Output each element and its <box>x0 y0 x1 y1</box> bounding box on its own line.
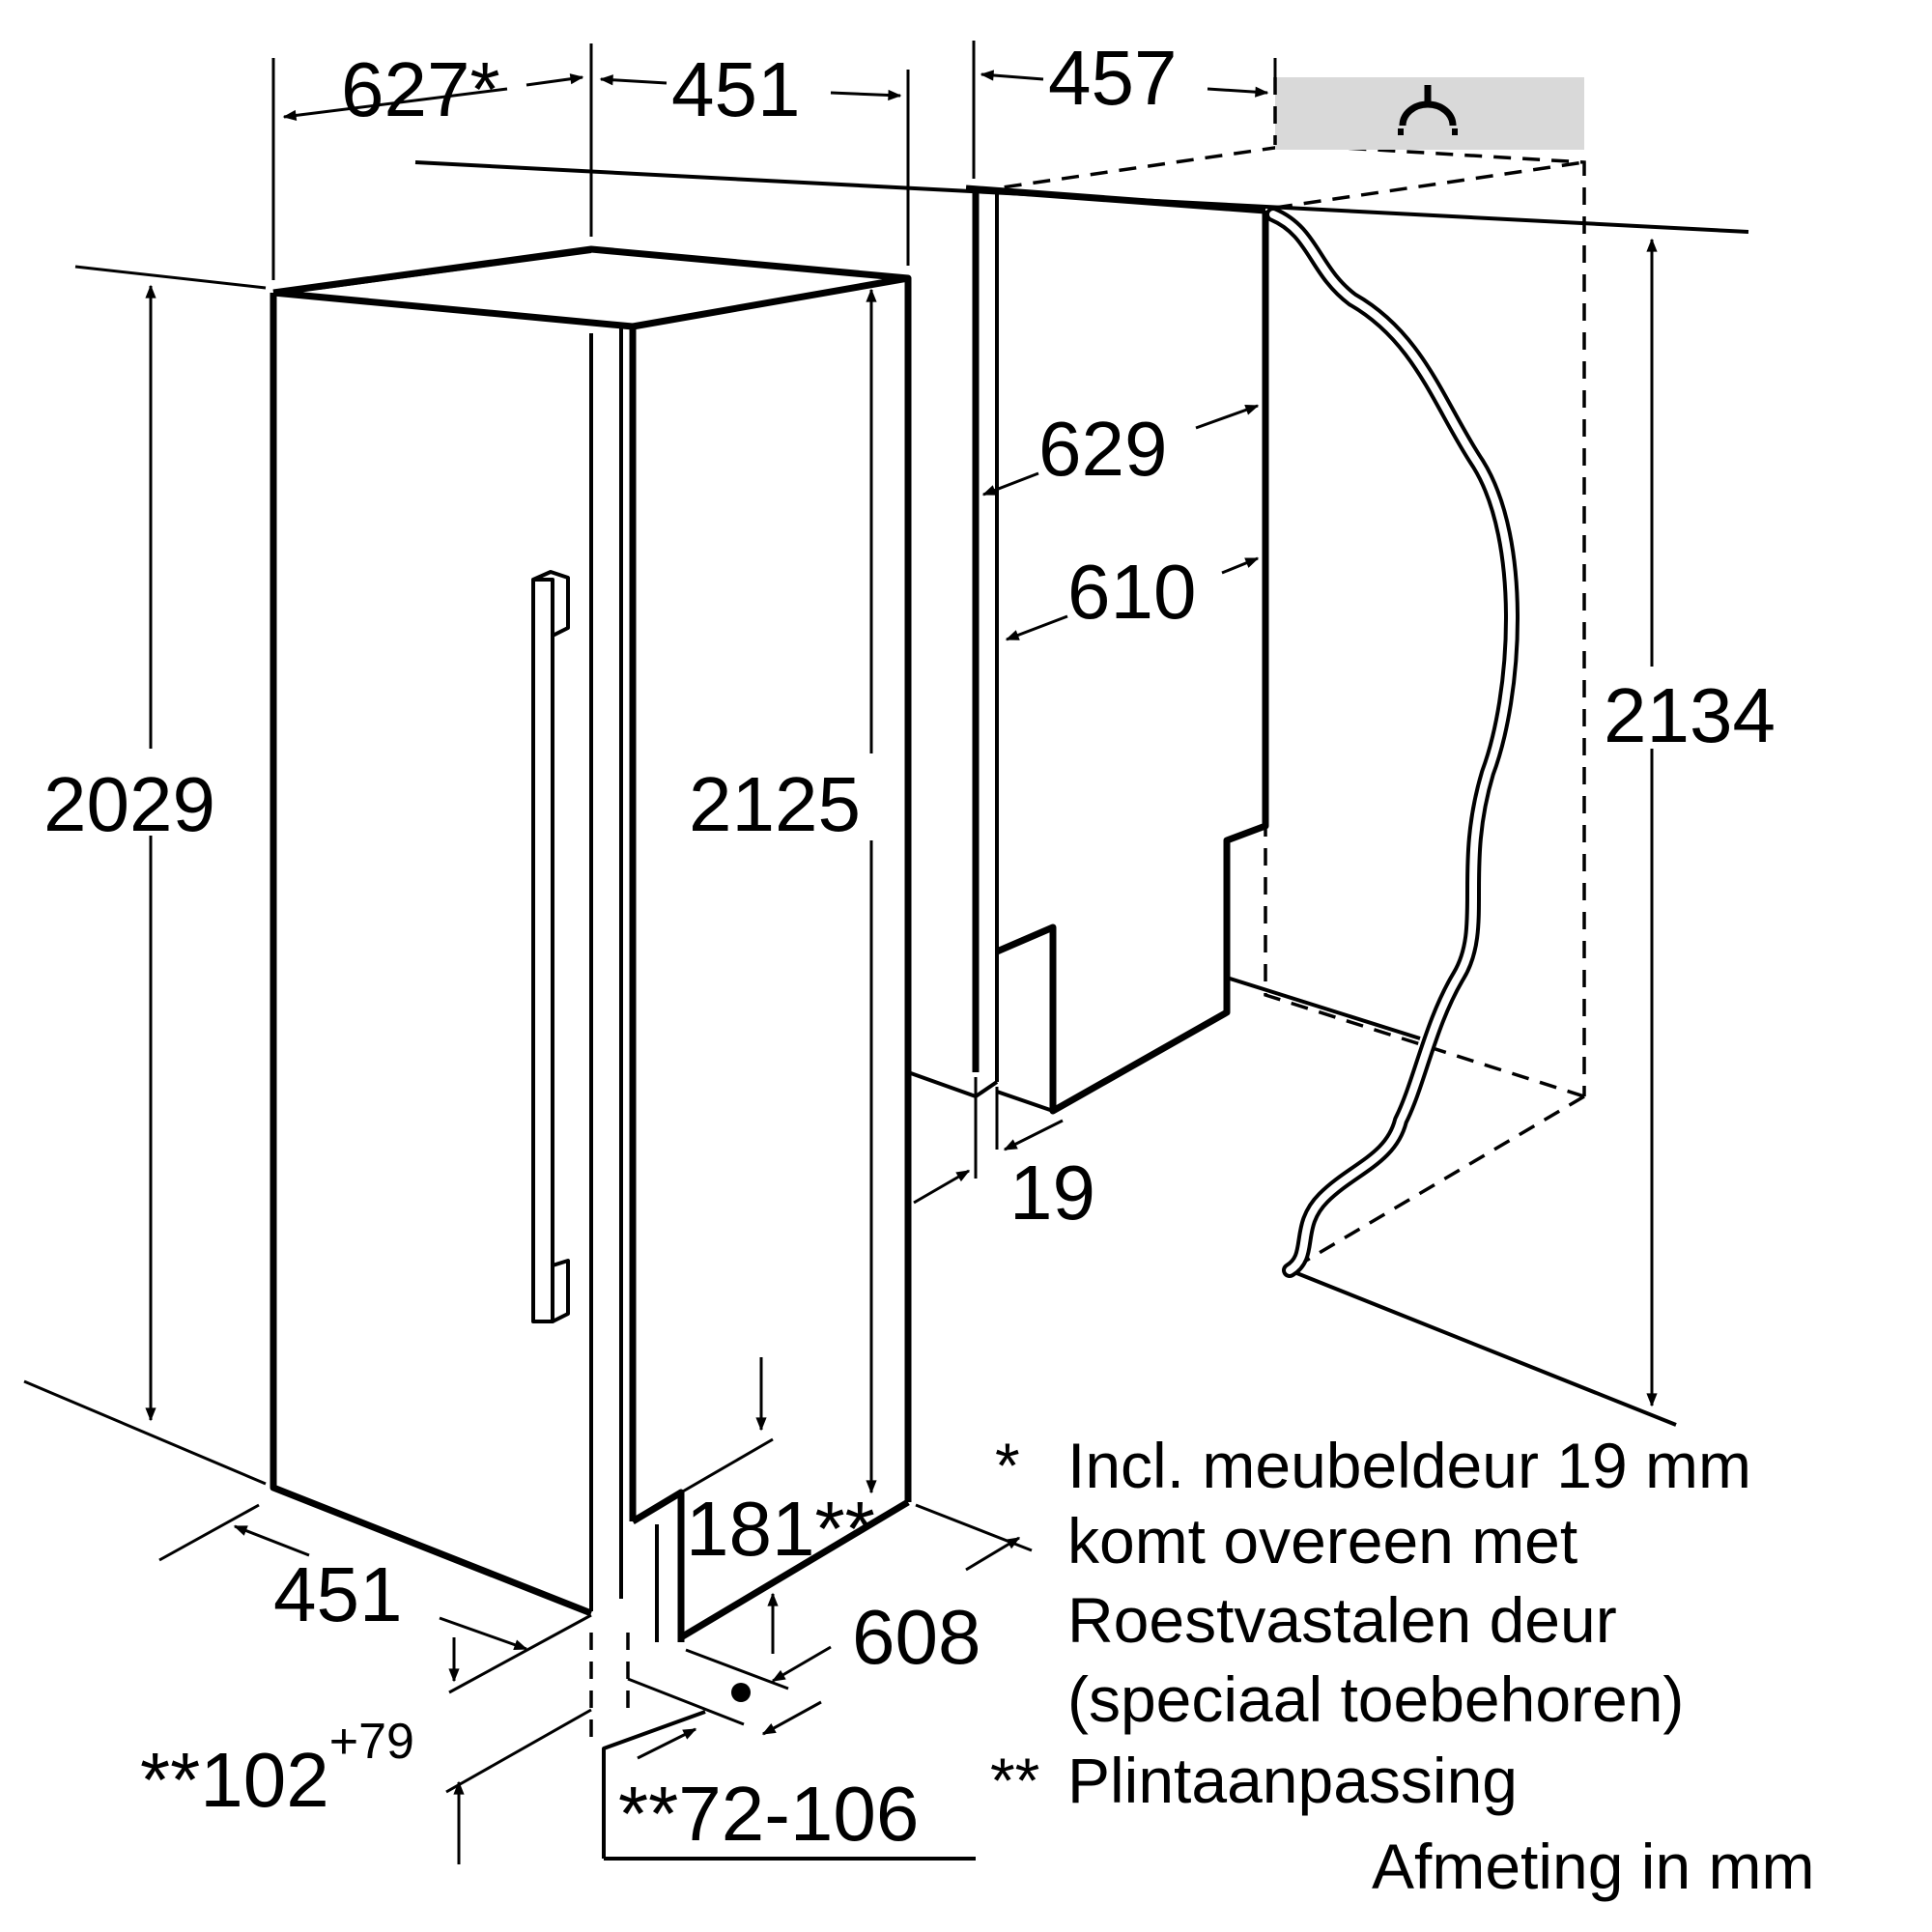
dim-plinth-range: **72-106 <box>618 1771 919 1857</box>
dim-niche-depth-610: 610 <box>1067 549 1196 635</box>
dimension-lines <box>23 41 1658 1864</box>
note-star1-marker: * <box>995 1430 1020 1501</box>
footnotes: * Incl. meubeldeur 19 mm komt overeen me… <box>990 1430 1814 1902</box>
note-star1-line2: komt overeen met <box>1067 1505 1577 1577</box>
dim-height-door: 2125 <box>689 761 861 847</box>
dim-plinth-181: 181** <box>686 1486 875 1572</box>
power-cable <box>1265 207 1520 1278</box>
dim-height-niche: 2134 <box>1604 672 1776 758</box>
note-star1-line3: Roestvastalen deur <box>1067 1584 1617 1656</box>
dimension-labels: 627* 451 457 2029 2125 629 610 2134 19 1… <box>43 35 1776 1857</box>
note-star2-line1: Plintaanpassing <box>1067 1745 1518 1816</box>
note-units: Afmeting in mm <box>1372 1831 1814 1902</box>
dim-niche-depth-629: 629 <box>1038 406 1167 492</box>
dim-niche-width: 457 <box>1048 35 1177 121</box>
dim-height-appliance: 2029 <box>43 761 215 847</box>
niche-cabinet <box>414 77 1749 1427</box>
note-star2-marker: ** <box>990 1745 1039 1816</box>
note-star1-line4: (speciaal toebehoren) <box>1067 1663 1684 1735</box>
dim-top-width: 451 <box>671 46 800 132</box>
dim-depth-608: 608 <box>852 1594 980 1680</box>
appliance-body <box>270 245 912 1642</box>
note-star1-line1: Incl. meubeldeur 19 mm <box>1067 1430 1751 1501</box>
dim-plinth-height: **102+79 <box>140 1714 414 1823</box>
electrical-socket-icon <box>1398 85 1458 135</box>
dim-door-thickness: 19 <box>1009 1150 1095 1236</box>
dim-plinth-height-sup: +79 <box>329 1714 414 1770</box>
dim-depth-total: 627* <box>341 46 500 132</box>
dim-bottom-width: 451 <box>273 1551 402 1637</box>
dim-plinth-height-base: **102 <box>140 1737 329 1823</box>
